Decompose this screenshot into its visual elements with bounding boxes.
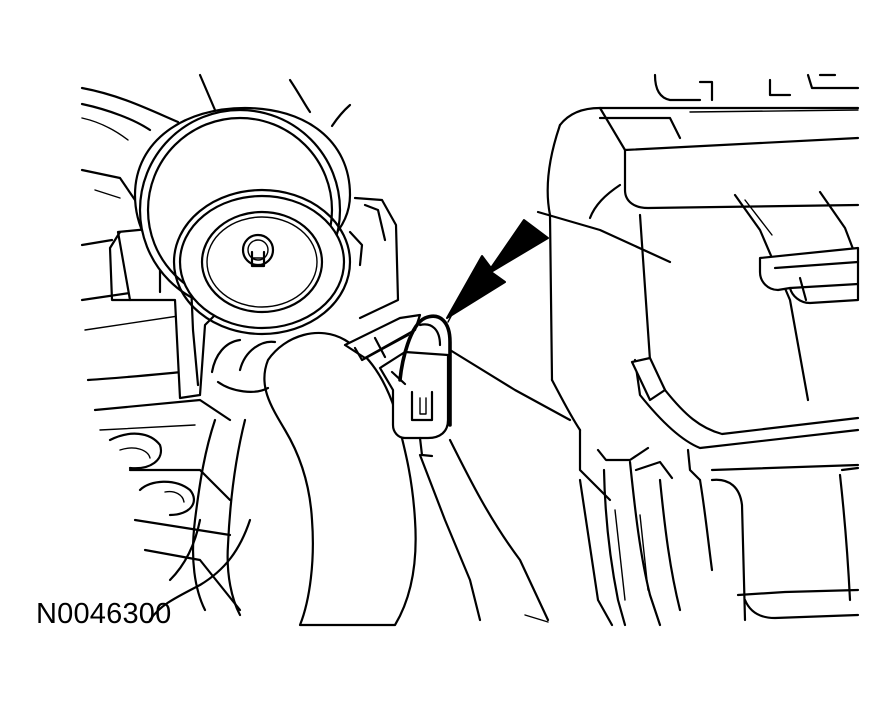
pulley [133,106,352,336]
callout-arrow-icon [446,219,549,323]
hose-clamp [343,313,452,458]
fan-shroud-and-lower-engine [80,73,352,617]
frame-rails [418,210,672,623]
air-cleaner-housing [546,73,860,627]
figure-id-label: N0046300 [36,598,172,630]
